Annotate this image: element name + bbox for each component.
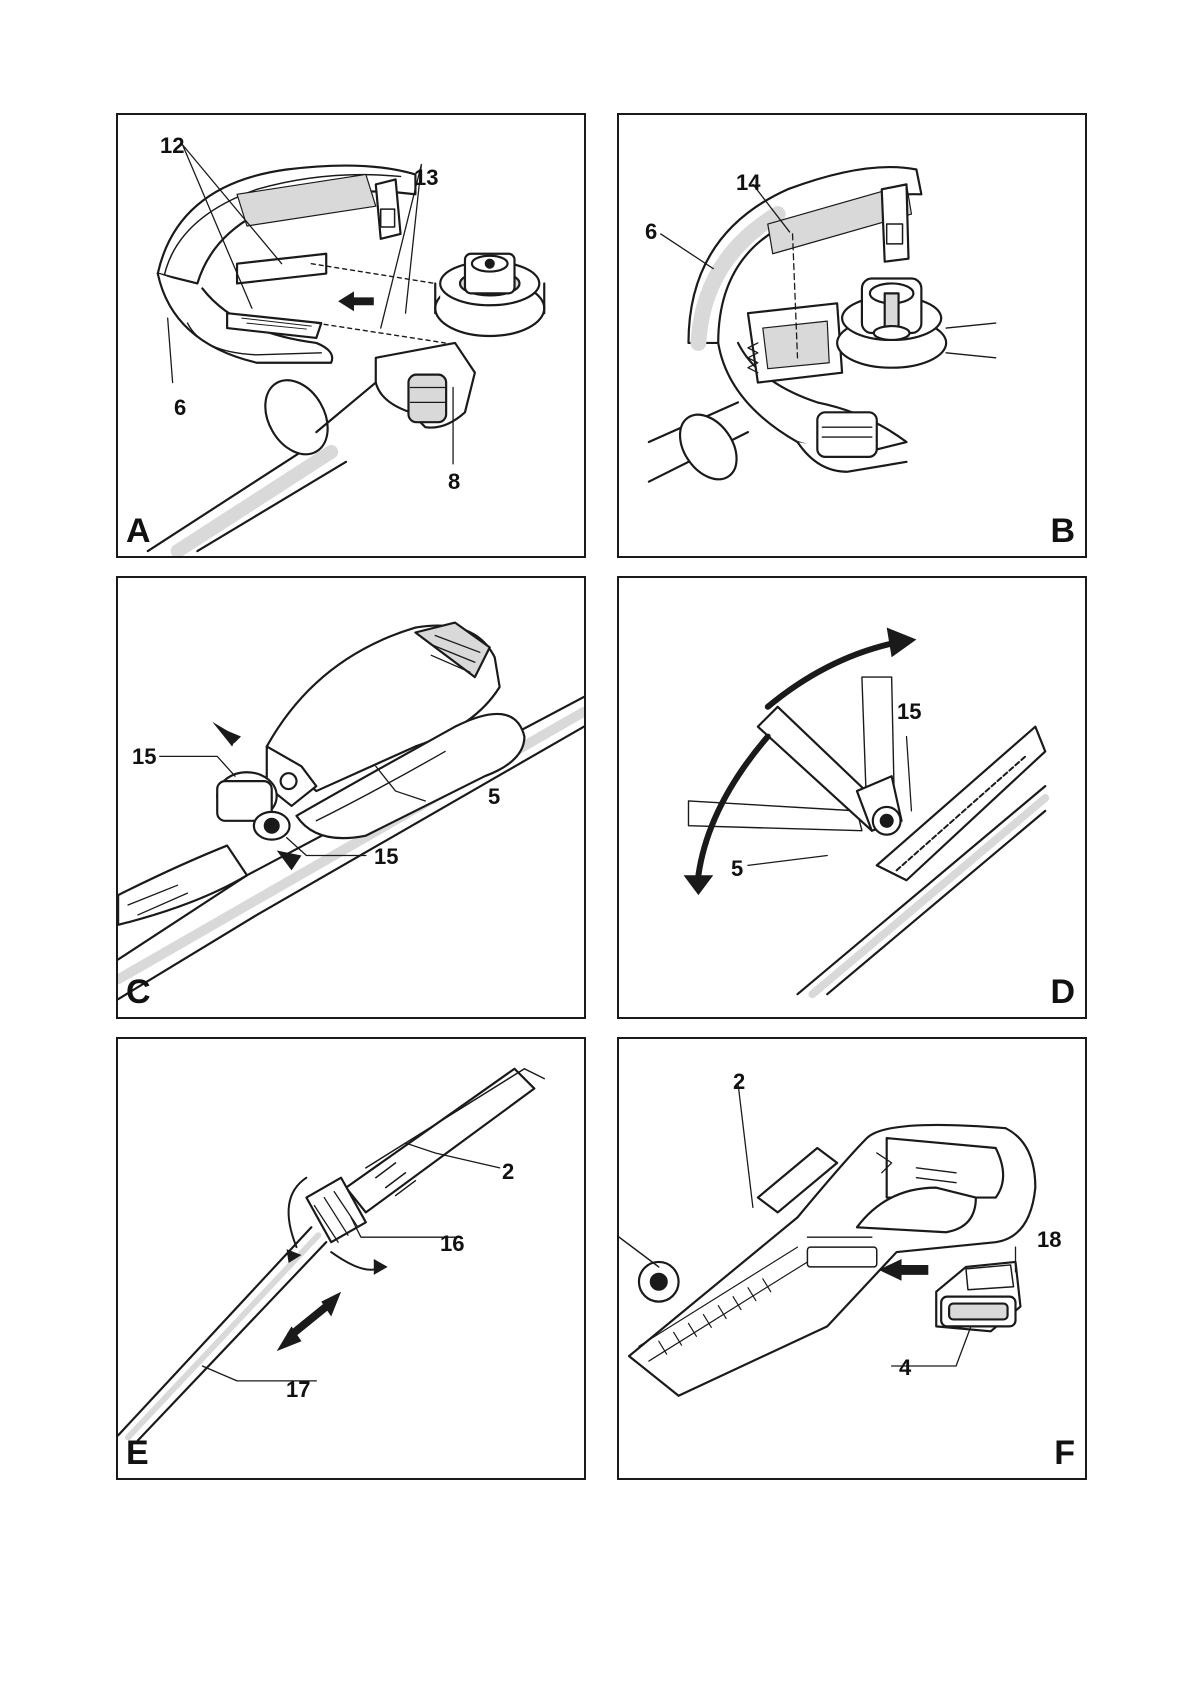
shaft-length-adjust-illustration (118, 1039, 584, 1478)
figure-panel-d: 15 5 D (617, 576, 1087, 1019)
panel-letter: D (1050, 975, 1075, 1009)
callout-label: 5 (488, 786, 500, 808)
callout-label: 8 (448, 471, 460, 493)
callout-label: 6 (174, 397, 186, 419)
callout-label: 16 (440, 1233, 464, 1255)
panel-letter: B (1050, 514, 1075, 548)
rotation-arrow-icon (684, 875, 714, 895)
callout-label: 2 (502, 1161, 514, 1183)
panel-letter: C (126, 975, 151, 1009)
figure-panel-e: 2 16 17 E (116, 1037, 586, 1480)
callout-label: 15 (132, 746, 156, 768)
guard-fitting-illustration (118, 115, 584, 556)
callout-label: 4 (899, 1357, 911, 1379)
panel-letter: E (126, 1436, 149, 1470)
panel-letter: A (126, 514, 151, 548)
callout-label: 15 (374, 846, 398, 868)
double-arrow-icon (277, 1292, 341, 1351)
callout-label: 15 (897, 701, 921, 723)
callout-label: 13 (414, 167, 438, 189)
callout-label: 6 (645, 221, 657, 243)
handle-rotation-illustration (619, 578, 1085, 1017)
figure-panel-c: 15 5 15 C (116, 576, 586, 1019)
callout-label: 18 (1037, 1229, 1061, 1251)
battery-insertion-illustration (619, 1039, 1085, 1478)
callout-label: 14 (736, 172, 760, 194)
arrow-icon (277, 851, 302, 871)
figure-panel-b: 14 6 B (617, 113, 1087, 558)
guard-fitted-illustration (619, 115, 1085, 556)
panel-letter: F (1054, 1436, 1075, 1470)
callout-label: 17 (286, 1379, 310, 1401)
callout-label: 2 (733, 1071, 745, 1093)
figure-panel-a: 12 13 6 8 A (116, 113, 586, 558)
rotation-arrow-icon (887, 628, 917, 658)
arrow-icon (338, 291, 374, 311)
handle-assembly-illustration (118, 578, 584, 1017)
callout-label: 12 (160, 135, 184, 157)
figure-panel-f: 2 18 4 F (617, 1037, 1087, 1480)
callout-label: 5 (731, 858, 743, 880)
rotation-arrow-icon (374, 1259, 388, 1275)
